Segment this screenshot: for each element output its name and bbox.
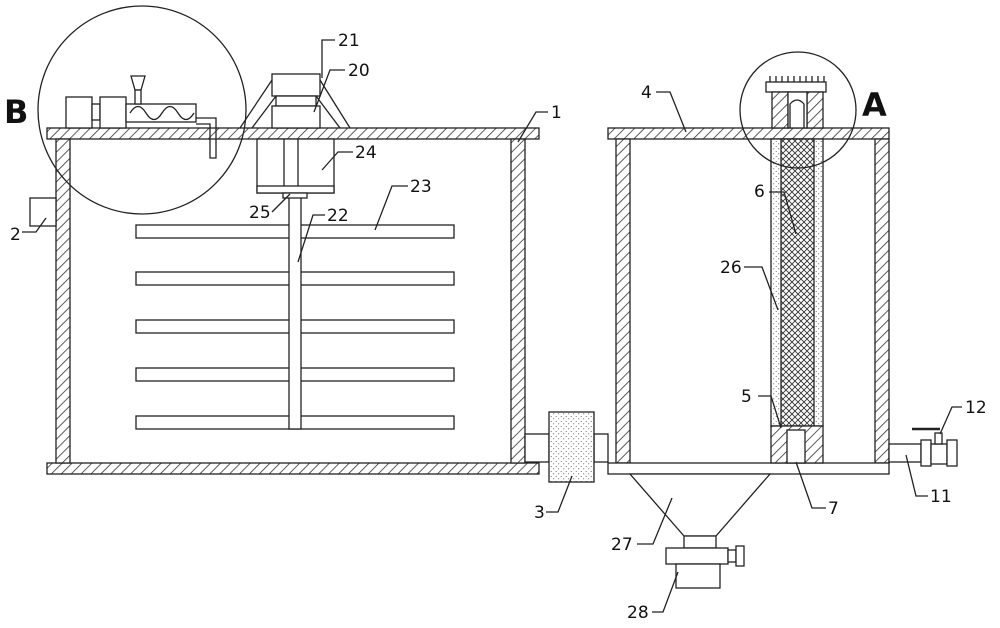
filter-column <box>770 138 824 464</box>
stirring-shaft <box>288 194 302 430</box>
bottom-hopper <box>628 473 772 589</box>
label-12: 12 <box>965 398 987 418</box>
screw-feeder <box>65 75 217 159</box>
label-28: 28 <box>627 603 649 623</box>
detail-circle-a <box>739 51 857 169</box>
detail-marker-b: B <box>4 93 28 131</box>
detail-circle-b <box>37 5 247 215</box>
filter-block <box>548 411 595 483</box>
left-tank-left-wall <box>55 138 71 464</box>
left-tank-right-wall <box>510 138 526 464</box>
label-24: 24 <box>355 143 377 163</box>
left-tank-bottom-wall <box>46 462 540 475</box>
left-tank-top-wall <box>46 127 540 140</box>
outlet-valve <box>888 427 958 467</box>
label-20: 20 <box>348 61 370 81</box>
label-23: 23 <box>410 177 432 197</box>
label-5: 5 <box>741 387 752 407</box>
label-6: 6 <box>754 182 765 202</box>
label-25: 25 <box>249 203 271 223</box>
label-22: 22 <box>327 206 349 226</box>
left-tank <box>46 127 540 475</box>
label-1: 1 <box>551 103 562 123</box>
label-21: 21 <box>338 31 360 51</box>
label-27: 27 <box>611 535 633 555</box>
top-motor-frame <box>239 73 351 129</box>
label-11: 11 <box>930 487 952 507</box>
motor-assembly <box>256 138 335 199</box>
column-cap <box>765 76 827 129</box>
label-2: 2 <box>10 225 21 245</box>
right-tank <box>607 127 890 475</box>
label-4: 4 <box>641 83 652 103</box>
label-3: 3 <box>534 503 545 523</box>
detail-marker-a: A <box>862 86 887 124</box>
label-26: 26 <box>720 258 742 278</box>
connector-pipe <box>524 433 550 463</box>
label-7: 7 <box>828 499 839 519</box>
leader-lines <box>22 39 962 613</box>
